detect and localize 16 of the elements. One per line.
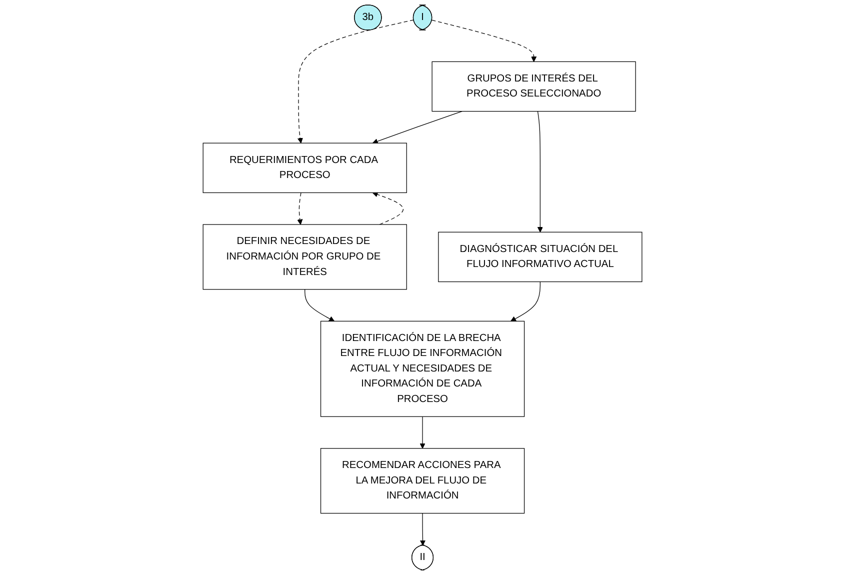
node-box: IDENTIFICACIÓN DE LA BRECHA ENTRE FLUJO DE INFORMACIÓN ACTUAL Y NECESIDADES DE INFORMACIÓN DE CADA PROCESO (320, 320, 525, 417)
node-box: RECOMENDAR ACCIONES PARA LA MEJORA DEL FLUJO DE INFORMACIÓN (320, 448, 525, 514)
node-box: REQUERIMIENTOS POR CADA PROCESO (202, 142, 407, 194)
node-box: DEFINIR NECESIDADES DE INFORMACIÓN POR GRUPO DE INTERÉS (202, 224, 407, 290)
arrow (297, 20, 414, 144)
arrow (537, 111, 543, 232)
arrow (420, 512, 426, 546)
node-box: GRUPOS DE INTERÉS DEL PROCESO SELECCIONADO (432, 61, 636, 112)
arrow (372, 111, 462, 144)
arrow (297, 192, 303, 225)
arrow (304, 289, 334, 322)
arrow (432, 20, 537, 62)
arrow (372, 192, 404, 225)
arrow (510, 281, 540, 322)
node-box: DIAGNÓSTICAR SITUACIÓN DEL FLUJO INFORMATIVO ACTUAL (438, 232, 642, 282)
arrow (420, 416, 426, 449)
